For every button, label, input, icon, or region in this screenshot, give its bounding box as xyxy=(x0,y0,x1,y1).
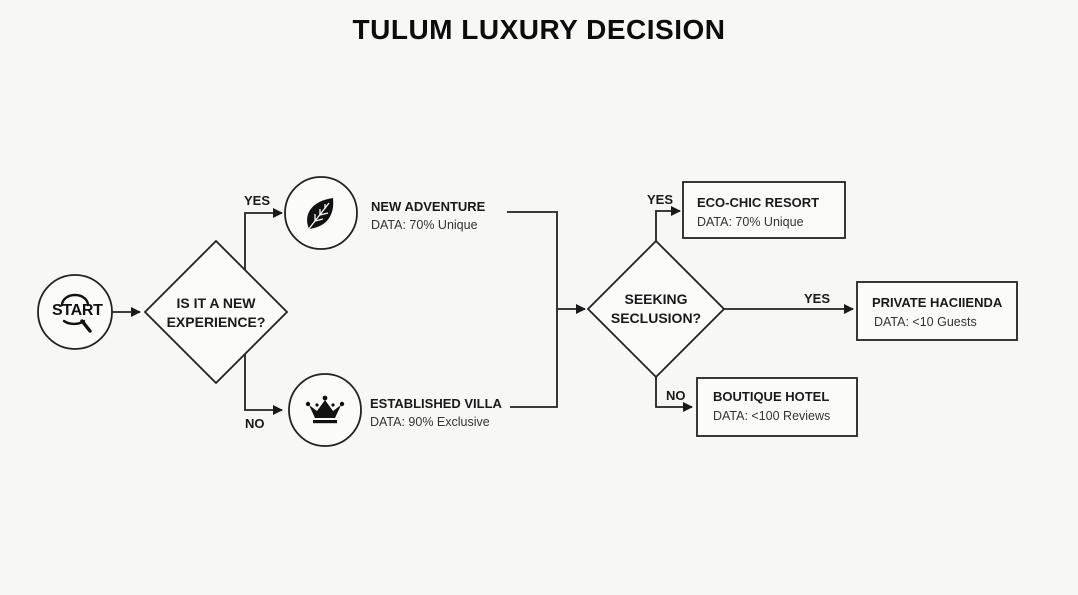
option-established-villa-data: DATA: 90% Exclusive xyxy=(370,415,490,429)
outcome-boutique-hotel-box xyxy=(696,377,858,437)
connector-merge-bracket xyxy=(507,211,558,408)
decision1-no-label: NO xyxy=(245,416,265,431)
decision2-question: SEEKING SECLUSION? xyxy=(588,290,724,328)
outcome-eco-chic-data: DATA: 70% Unique xyxy=(697,215,804,229)
outcome-private-hacienda-box xyxy=(856,281,1018,341)
magnifier-icon xyxy=(60,293,92,333)
outcome-private-hacienda-data: DATA: <10 Guests xyxy=(874,315,977,329)
decision2-yes-right-label: YES xyxy=(804,291,831,306)
start-label: START xyxy=(52,302,103,319)
crown-icon xyxy=(305,395,345,424)
option-new-adventure-title: NEW ADVENTURE xyxy=(371,199,486,214)
decision2-no-label: NO xyxy=(666,388,686,403)
decision1-question-line2: EXPERIENCE? xyxy=(166,314,266,330)
outcome-boutique-hotel-data: DATA: <100 Reviews xyxy=(713,409,831,423)
decision1-yes-label: YES xyxy=(244,193,271,208)
connector-decision1-yes xyxy=(244,208,283,270)
outcome-eco-chic-box xyxy=(682,181,846,239)
decision1-question-line1: IS IT A NEW xyxy=(176,295,256,311)
leaf-icon xyxy=(307,198,334,231)
option-new-adventure-data: DATA: 70% Unique xyxy=(371,218,478,232)
connector-decision1-no xyxy=(244,354,283,415)
outcome-eco-chic-title: ECO-CHIC RESORT xyxy=(697,195,820,210)
option-established-villa-title: ESTABLISHED VILLA xyxy=(370,396,502,411)
outcome-private-hacienda-title: PRIVATE HACIIENDA xyxy=(872,295,1003,310)
decision1-diamond xyxy=(143,239,289,385)
outcome-boutique-hotel-title: BOUTIQUE HOTEL xyxy=(713,389,830,404)
decision2-question-line1: SEEKING xyxy=(624,291,688,307)
connector-decision2-yes-top xyxy=(655,206,681,241)
decision2-question-line2: SECLUSION? xyxy=(610,310,702,326)
diagram-title: TULUM LUXURY DECISION xyxy=(352,14,726,45)
decision2-yes-top-label: YES xyxy=(647,192,674,207)
connector-decision2-no xyxy=(655,377,693,412)
decision1-question: IS IT A NEW EXPERIENCE? xyxy=(145,294,287,332)
